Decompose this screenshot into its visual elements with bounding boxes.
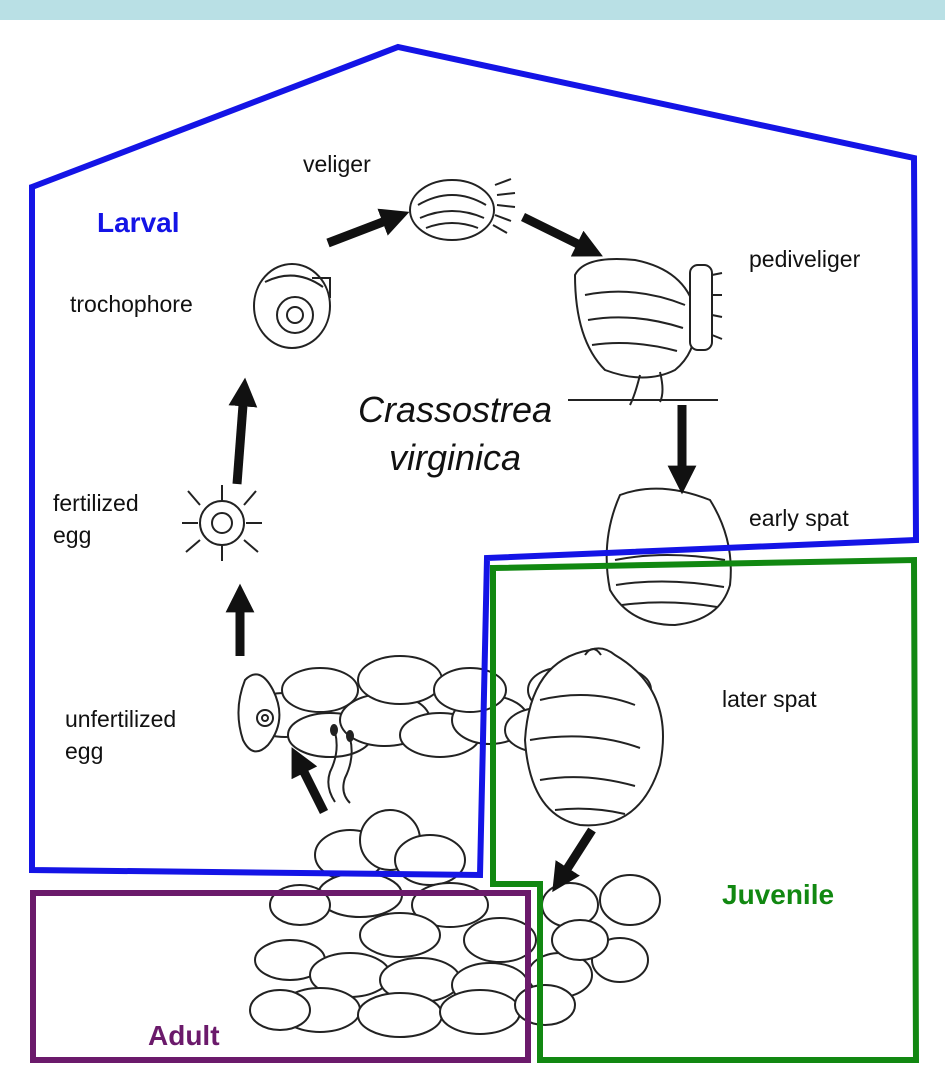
fertilized-egg-icon	[182, 485, 262, 561]
species-name: Crassostrea virginica	[310, 386, 600, 482]
pediveliger-larva-icon	[568, 259, 722, 405]
label-veliger: veliger	[303, 148, 371, 180]
veliger-larva-icon	[410, 179, 515, 240]
species-epithet: virginica	[310, 434, 600, 482]
stage-label-juvenile: Juvenile	[722, 879, 834, 911]
early-spat-icon	[607, 489, 731, 625]
stage-label-larval: Larval	[97, 207, 180, 239]
species-genus: Crassostrea	[310, 386, 600, 434]
label-later-spat: later spat	[722, 683, 817, 715]
stage-label-adult: Adult	[148, 1020, 220, 1052]
label-pediveliger: pediveliger	[749, 243, 860, 275]
unfertilized-egg-icon	[238, 674, 279, 751]
label-fertilized-egg: fertilized egg	[53, 487, 139, 551]
label-unfertilized-egg: unfertilized egg	[65, 703, 176, 767]
label-trochophore: trochophore	[70, 288, 193, 320]
label-early-spat: early spat	[749, 502, 849, 534]
trochophore-larva-icon	[254, 264, 330, 348]
